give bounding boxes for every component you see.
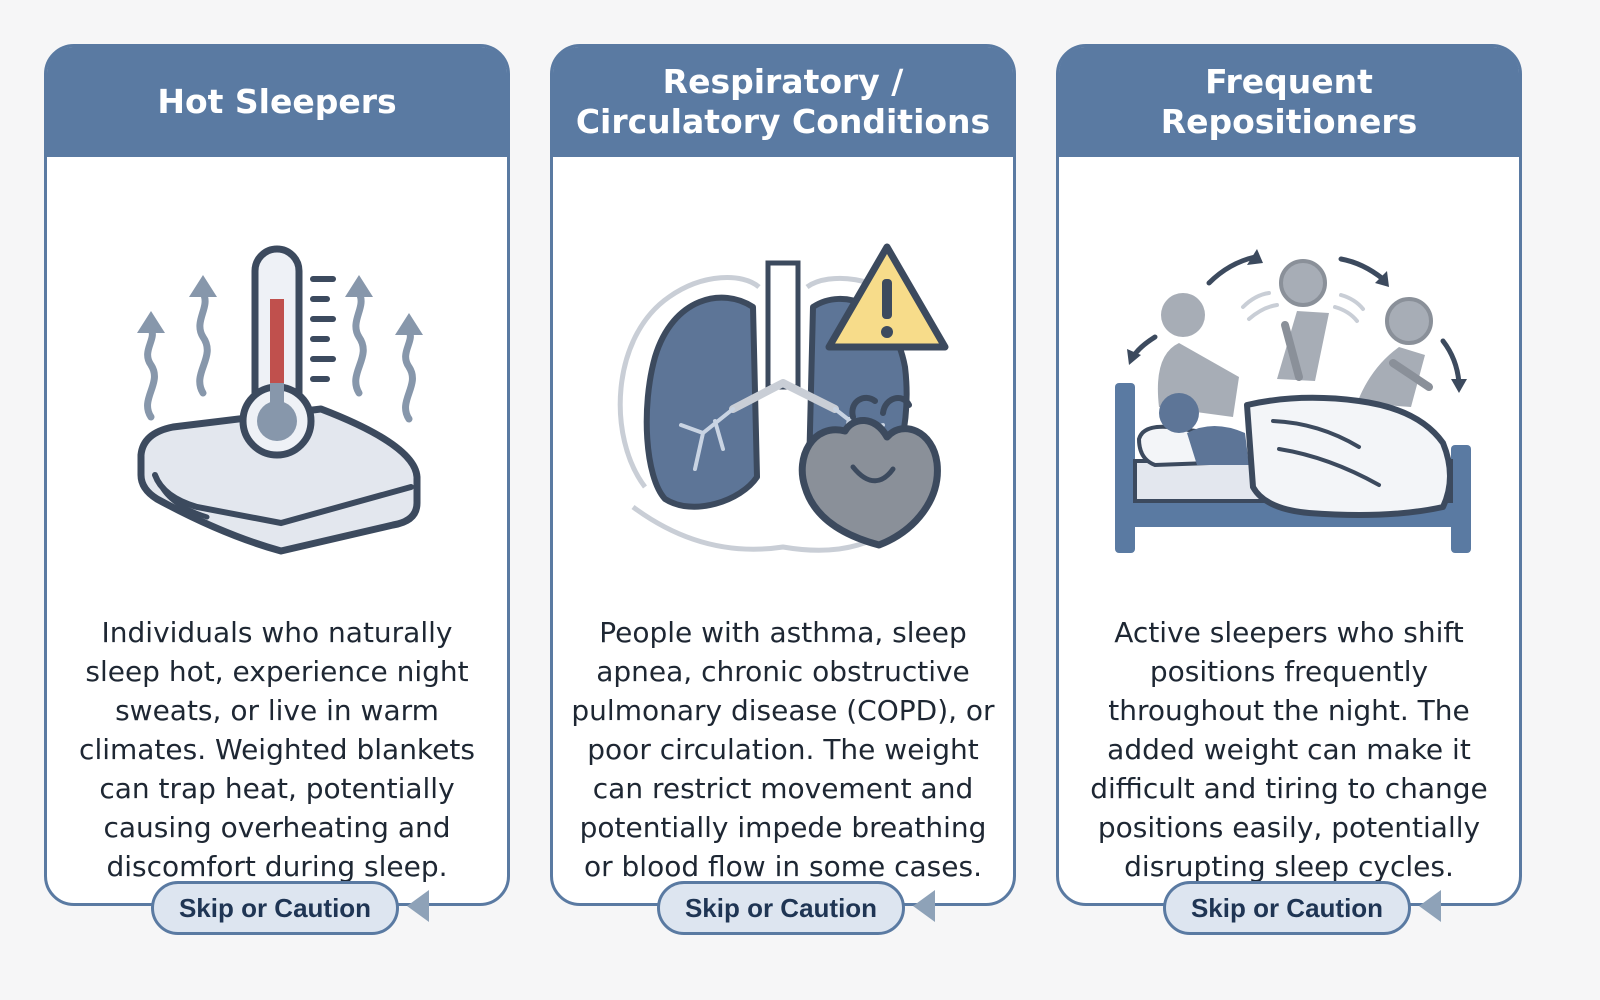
card-hot-sleepers: Hot Sleepers: [44, 44, 510, 935]
card-description: Individuals who naturally sleep hot, exp…: [79, 616, 475, 883]
card-frequent-repositioners: Frequent Repositioners: [1056, 44, 1522, 935]
arrow-left-icon: [1419, 890, 1441, 922]
lungs-heart-warning-icon: [617, 243, 949, 553]
card-title: Frequent Repositioners: [1059, 47, 1519, 157]
card-description: Active sleepers who shift positions freq…: [1090, 616, 1488, 883]
card-title: Hot Sleepers: [47, 47, 507, 157]
repositioning-sleeper-icon: [1115, 249, 1471, 553]
skip-or-caution-badge: Skip or Caution: [657, 881, 905, 935]
skip-or-caution-badge: Skip or Caution: [1163, 881, 1411, 935]
arrow-left-icon: [913, 890, 935, 922]
card-description: People with asthma, sleep apnea, chronic…: [571, 616, 995, 883]
card-respiratory-circulatory: Respiratory / Circulatory Conditions Peo…: [550, 44, 1016, 935]
card-title: Respiratory / Circulatory Conditions: [553, 47, 1013, 157]
skip-or-caution-badge: Skip or Caution: [151, 881, 399, 935]
arrow-left-icon: [407, 890, 429, 922]
thermometer-blanket-icon: [137, 245, 423, 555]
